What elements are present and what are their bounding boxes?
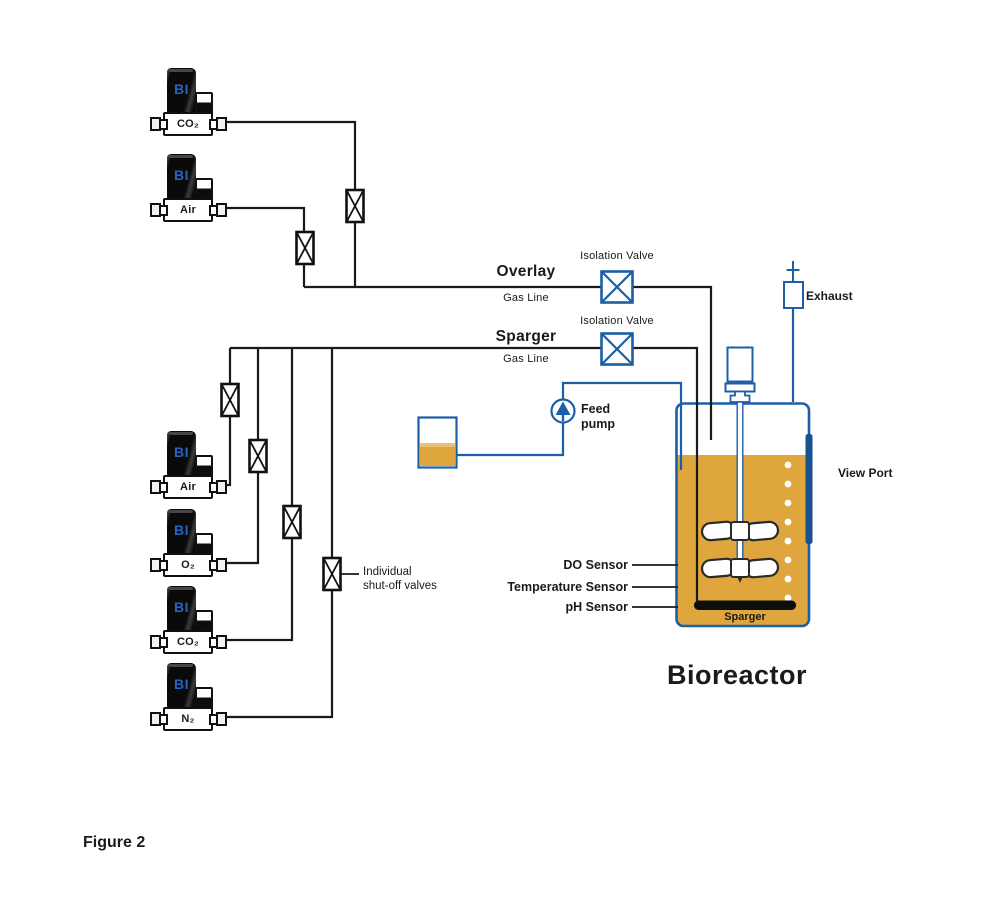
sparger-isolation-valve (600, 332, 634, 366)
mfc-body (167, 68, 196, 114)
exhaust-filter (783, 281, 804, 309)
fitting (216, 117, 227, 131)
pipe-o2-sparger (222, 348, 260, 565)
shutoff-valves-note: Individual shut-off valves (363, 566, 437, 593)
mfc-gas-label: CO₂ (163, 630, 213, 654)
brand-logo: BI (174, 599, 189, 615)
brand-logo: BI (174, 81, 189, 97)
pump-arrow-icon (555, 401, 571, 415)
fitting (216, 558, 227, 572)
mfc-body (167, 431, 196, 477)
pipe-air-overlay (222, 206, 306, 287)
fitting (216, 635, 227, 649)
feed-pump-label-line1: Feed (581, 402, 611, 416)
valve-air-sparger (220, 382, 240, 418)
feed-pump-label-line2: pump (581, 417, 616, 431)
sparger-bar (694, 600, 796, 610)
shutoff-valves (220, 188, 365, 592)
mfc-body (167, 663, 196, 709)
diagram-title: Bioreactor (667, 660, 808, 690)
pipe-overlay-line (304, 285, 713, 440)
mfc-air-sparger: BI Air (150, 431, 228, 499)
bubble-dots (784, 461, 792, 602)
fitting (159, 482, 168, 493)
valve-co2-overlay (345, 188, 365, 224)
mfc-air-overlay: BI Air (150, 154, 228, 222)
shutoff-note-line1: Individual (363, 566, 412, 578)
mfc-gas-label: CO₂ (163, 112, 213, 136)
pipe-feed-upper (561, 381, 683, 470)
valve-n2-sparger (322, 556, 342, 592)
brand-logo: BI (174, 444, 189, 460)
feed-piping (456, 261, 800, 470)
overlay-isolation-valve-label: Isolation Valve (580, 250, 654, 262)
vessel-internals (694, 346, 813, 610)
fitting (159, 119, 168, 130)
fitting (159, 637, 168, 648)
valve-air-overlay (295, 230, 315, 266)
impeller-upper (700, 520, 780, 542)
sensor-pointer-lines (341, 564, 678, 608)
stirrer-motor (724, 346, 756, 403)
stirrer-shaft (736, 401, 744, 575)
mfc-body (167, 509, 196, 555)
shutoff-note-line2: shut-off valves (363, 579, 437, 592)
mfc-body (167, 586, 196, 632)
mfc-gas-label: O₂ (163, 553, 213, 577)
fitting (216, 712, 227, 726)
isolation-valves (600, 270, 634, 366)
tank-liquid (420, 443, 455, 466)
fitting (159, 714, 168, 725)
fitting (159, 560, 168, 571)
mfc-gas-label: N₂ (163, 707, 213, 731)
mfc-o2-sparger: BI O₂ (150, 509, 228, 577)
fitting (159, 205, 168, 216)
feed-tank (417, 416, 458, 469)
view-port-label: View Port (838, 466, 893, 480)
pipe-co2-sparger (222, 348, 294, 642)
sparger-isolation-valve-label: Isolation Valve (580, 315, 654, 327)
mfc-gas-label: Air (163, 475, 213, 499)
sparger-line-title: Sparger (495, 328, 557, 345)
mfc-body (167, 154, 196, 200)
gas-piping (222, 120, 713, 719)
valve-co2-sparger (282, 504, 302, 540)
overlay-line-title: Overlay (496, 263, 556, 280)
ph-sensor-label: pH Sensor (565, 600, 628, 614)
mfc-gas-label: Air (163, 198, 213, 222)
mfc-n2-sparger: BI N₂ (150, 663, 228, 731)
pipe-sparger-line (230, 346, 699, 601)
feed-pump (550, 398, 576, 424)
impeller-lower (700, 557, 780, 579)
mfc-co2-sparger: BI CO₂ (150, 586, 228, 654)
pipe-co2-overlay (222, 120, 357, 287)
figure-caption: Figure 2 (83, 834, 146, 851)
tank-liquid-surface (420, 443, 455, 447)
pipe-feed-lower (456, 423, 565, 457)
valve-o2-sparger (248, 438, 268, 474)
sparger-line-subtitle: Gas Line (503, 353, 549, 365)
fitting (216, 480, 227, 494)
fitting (216, 203, 227, 217)
overlay-line-subtitle: Gas Line (503, 292, 549, 304)
feed-pump-label: Feed pump (581, 402, 615, 432)
overlay-isolation-valve (600, 270, 634, 304)
brand-logo: BI (174, 522, 189, 538)
exhaust-label: Exhaust (806, 289, 853, 303)
view-port-bar (805, 434, 813, 544)
temperature-sensor-label: Temperature Sensor (507, 580, 628, 594)
exhaust-vent-tip (786, 261, 800, 282)
pipe-n2-sparger (222, 348, 334, 719)
brand-logo: BI (174, 167, 189, 183)
brand-logo: BI (174, 676, 189, 692)
do-sensor-label: DO Sensor (563, 558, 628, 572)
mfc-co2-overlay: BI CO₂ (150, 68, 228, 136)
sparger-label: Sparger (724, 611, 766, 623)
